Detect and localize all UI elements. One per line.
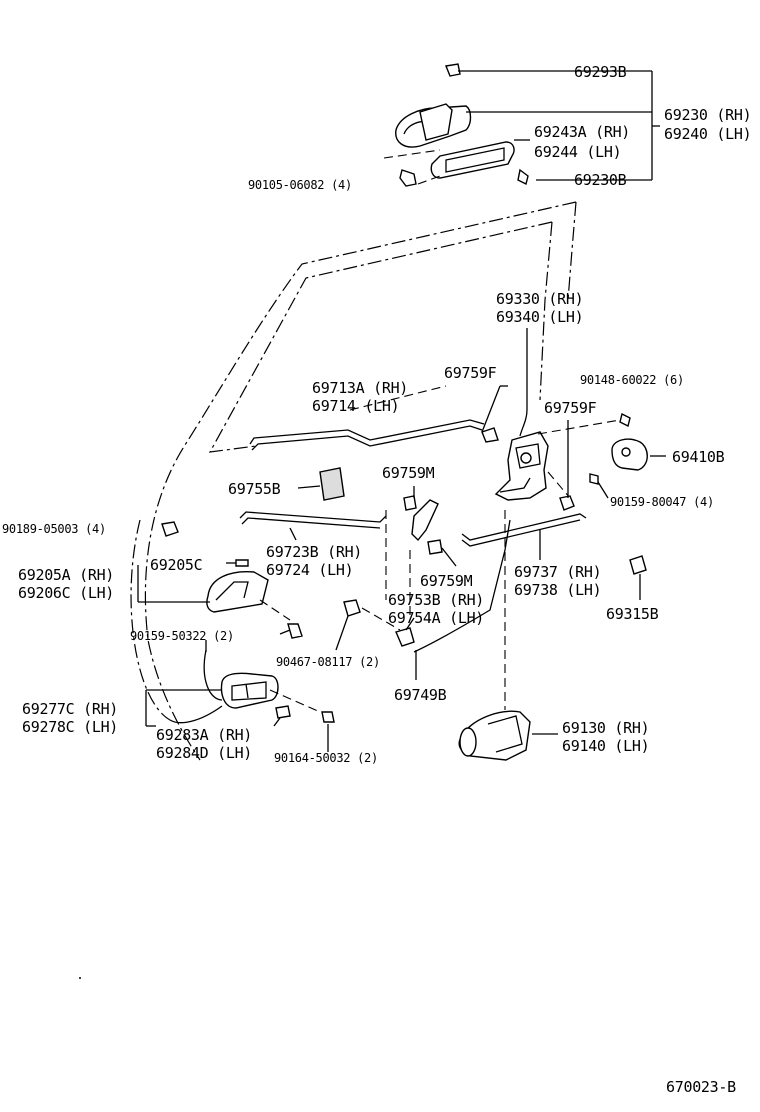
right-side-parts [559,412,666,600]
label-90467: 90467-08117 (2) [276,655,380,669]
label-69755B: 69755B [228,480,281,498]
label-69714: 69714 (LH) [312,397,399,415]
label-90189: 90189-05003 (4) [2,522,106,536]
label-69206C: 69206C (LH) [18,584,114,602]
label-69330: 69330 (RH) [496,290,583,308]
diagram-id: 670023-B [666,1078,736,1096]
stray-dot [79,977,81,979]
outside-handle-assembly [383,63,660,187]
label-69737: 69737 (RH) [514,563,601,581]
label-69754A: 69754A (LH) [388,609,484,627]
label-69759M-a: 69759M [382,464,435,482]
label-90164: 90164-50032 (2) [274,751,378,765]
door-frame-outline [130,201,577,761]
part-labels: 69293B 69230 (RH) 69240 (LH) 69243A (RH)… [2,63,752,1096]
label-69230: 69230 (RH) [664,106,751,124]
label-69244: 69244 (LH) [534,143,621,161]
label-69293B: 69293B [574,63,627,81]
lock-rod-69330 [519,328,528,437]
label-90105: 90105-06082 (4) [248,178,352,192]
label-69340: 69340 (LH) [496,308,583,326]
label-69759M-b: 69759M [420,572,473,590]
label-90148: 90148-60022 (6) [580,373,684,387]
label-69713A: 69713A (RH) [312,379,408,397]
label-69277C: 69277C (RH) [22,700,118,718]
label-69240: 69240 (LH) [664,125,751,143]
label-69723B: 69723B (RH) [266,543,362,561]
clips-and-bellcrank [385,486,511,680]
label-69759F-a: 69759F [444,364,497,382]
label-69205A: 69205A (RH) [18,566,114,584]
door-lock-cylinder [458,510,558,761]
label-69724: 69724 (LH) [266,561,353,579]
label-69738: 69738 (LH) [514,581,601,599]
label-69283A: 69283A (RH) [156,726,252,744]
label-90159-80047: 90159-80047 (4) [610,495,714,509]
rod-69713A [249,385,485,451]
rod-69723B [239,511,387,541]
label-69230B: 69230B [574,171,627,189]
label-69753B: 69753B (RH) [388,591,484,609]
label-69205C: 69205C [150,556,202,574]
label-69749B: 69749B [394,686,447,704]
label-69140: 69140 (LH) [562,737,649,755]
label-69315B: 69315B [606,605,659,623]
door-lock-assembly [481,385,621,501]
part-69755B [297,467,345,501]
label-69130: 69130 (RH) [562,719,649,737]
label-90159-50322: 90159-50322 (2) [130,629,234,643]
label-69243A: 69243A (RH) [534,123,630,141]
rod-69737 [461,513,587,560]
label-69284D: 69284D (LH) [156,744,252,762]
handle-bezel-assembly [145,640,335,752]
label-69410B: 69410B [672,448,725,466]
inside-handle-assembly [137,521,401,651]
label-69278C: 69278C (LH) [22,718,118,736]
label-69759F-b: 69759F [544,399,597,417]
